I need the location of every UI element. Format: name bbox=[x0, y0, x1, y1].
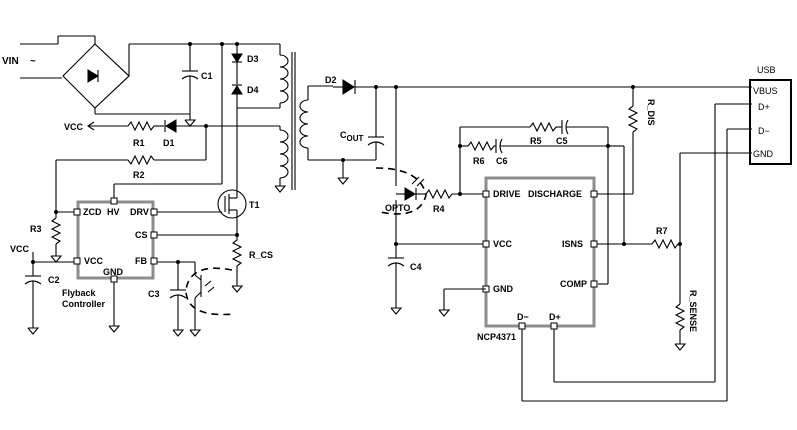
opto-receiver-outline bbox=[185, 267, 235, 316]
vin-label: VIN bbox=[2, 56, 19, 67]
opto-emitter-outline bbox=[375, 167, 427, 215]
flyback-pin-zcd: ZCD bbox=[83, 207, 102, 217]
c6-label: C6 bbox=[496, 156, 508, 166]
usb-pin-d-plus: D+ bbox=[758, 102, 770, 112]
diode-d3-symbol bbox=[231, 53, 243, 63]
flyback-pin-vcc: VCC bbox=[84, 256, 104, 266]
usb-pin-d-minus: D− bbox=[758, 126, 770, 136]
usb-connector: USB VBUS D+ D− GND bbox=[521, 65, 792, 402]
ncp-pin-isns: ISNS bbox=[562, 239, 583, 249]
resistor-r3-group: R3 bbox=[30, 212, 63, 263]
feedback-network: C3 bbox=[148, 260, 235, 337]
opto-led-symbol bbox=[404, 187, 416, 201]
resistor-r2 bbox=[127, 154, 155, 166]
usb-label: USB bbox=[757, 65, 776, 75]
snubber-d3-d4: D3 D4 bbox=[220, 42, 259, 190]
d2-label: D2 bbox=[325, 75, 337, 85]
r6-label: R6 bbox=[473, 156, 485, 166]
discharge-resistor: R_DIS bbox=[597, 87, 656, 195]
ncp4371-ic: DRIVE DISCHARGE VCC ISNS GND COMP D− D+ … bbox=[438, 176, 598, 342]
r3-label: R3 bbox=[30, 224, 42, 234]
aux-supply: VCC R1 D1 R2 bbox=[54, 119, 208, 214]
c2-label: C2 bbox=[48, 275, 60, 285]
cout-label: COUT bbox=[340, 130, 364, 143]
ncp-pin-gnd: GND bbox=[493, 284, 514, 294]
transformer bbox=[206, 44, 333, 193]
r7-label: R7 bbox=[656, 226, 668, 236]
flyback-pin-hv: HV bbox=[107, 207, 120, 217]
ncp-pin-discharge: DISCHARGE bbox=[528, 189, 582, 199]
controller-vcc: VCC C2 bbox=[10, 244, 74, 335]
c5-label: C5 bbox=[556, 136, 568, 146]
current-sense: R7 R_SENSE bbox=[597, 145, 752, 351]
ncp-pin-drive: DRIVE bbox=[493, 189, 521, 199]
flyback-pin-fb: FB bbox=[135, 256, 147, 266]
r4-label: R4 bbox=[433, 204, 445, 214]
diode-d2-symbol bbox=[342, 79, 355, 95]
optocoupler: OPTO R4 bbox=[375, 87, 486, 215]
ncp-pin-d-minus: D− bbox=[517, 312, 529, 322]
vcc-left-label: VCC bbox=[10, 244, 30, 254]
flyback-pin-cs: CS bbox=[135, 230, 148, 240]
r2-label: R2 bbox=[133, 170, 145, 180]
r5-label: R5 bbox=[530, 136, 542, 146]
ncp-name: NCP4371 bbox=[477, 332, 516, 342]
flyback-name-line2: Controller bbox=[62, 299, 105, 309]
diode-d4-symbol bbox=[231, 85, 243, 95]
vcc-output-label: VCC bbox=[64, 122, 84, 132]
ncp-pin-d-plus: D+ bbox=[549, 312, 561, 322]
mosfet-t1: T1 R_CS bbox=[157, 189, 273, 293]
flyback-name-line1: Flyback bbox=[62, 288, 97, 298]
ncp-supply: C4 bbox=[387, 200, 486, 315]
r-dis-label: R_DIS bbox=[646, 99, 656, 126]
bridge-diode-symbol bbox=[87, 69, 99, 83]
usb-pin-gnd: GND bbox=[753, 149, 774, 159]
resistor-r7 bbox=[651, 238, 679, 250]
ncp-pin-comp: COMP bbox=[560, 279, 587, 289]
ac-tilde-symbol: ~ bbox=[30, 56, 36, 67]
r1-label: R1 bbox=[133, 138, 145, 148]
resistor-r1 bbox=[127, 120, 155, 132]
output-diode-d2: D2 bbox=[325, 75, 752, 95]
output-capacitor: COUT bbox=[308, 87, 385, 185]
bridge-rectifier bbox=[62, 43, 280, 127]
d3-label: D3 bbox=[247, 54, 259, 64]
c1-label: C1 bbox=[201, 71, 213, 81]
ncp-pin-vcc: VCC bbox=[493, 239, 513, 249]
opto-label: OPTO bbox=[385, 203, 410, 213]
flyback-pin-gnd: GND bbox=[103, 267, 124, 277]
c3-label: C3 bbox=[148, 289, 160, 299]
ac-input: VIN ~ bbox=[2, 35, 96, 79]
usb-pin-vbus: VBUS bbox=[753, 86, 778, 96]
r-cs-label: R_CS bbox=[249, 250, 273, 260]
flyback-pin-drv: DRV bbox=[130, 207, 149, 217]
c4-label: C4 bbox=[410, 262, 422, 272]
diode-d1-symbol bbox=[165, 119, 177, 133]
r-sense-label: R_SENSE bbox=[688, 290, 698, 332]
resistor-r5 bbox=[529, 121, 557, 133]
flyback-controller: ZCD HV DRV CS VCC FB GND Flyback Control… bbox=[56, 44, 223, 333]
compensation-network: R5 C5 R6 C6 bbox=[458, 119, 610, 285]
resistor-r4 bbox=[425, 188, 453, 200]
capacitor-c1: C1 bbox=[181, 42, 213, 100]
d4-label: D4 bbox=[247, 85, 259, 95]
d1-label: D1 bbox=[163, 138, 175, 148]
t1-label: T1 bbox=[249, 200, 260, 210]
resistor-r6 bbox=[467, 140, 495, 152]
